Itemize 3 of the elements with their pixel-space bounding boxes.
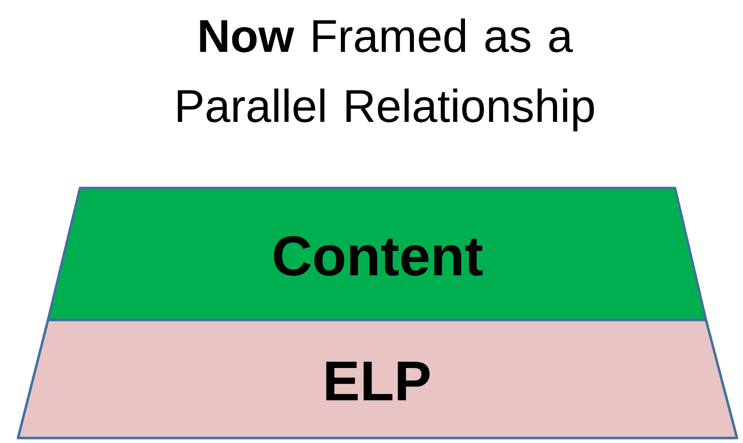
- band: Content: [46, 186, 708, 322]
- title: Now Framed as a Parallel Relationship: [178, 18, 594, 132]
- band: ELP: [16, 318, 738, 440]
